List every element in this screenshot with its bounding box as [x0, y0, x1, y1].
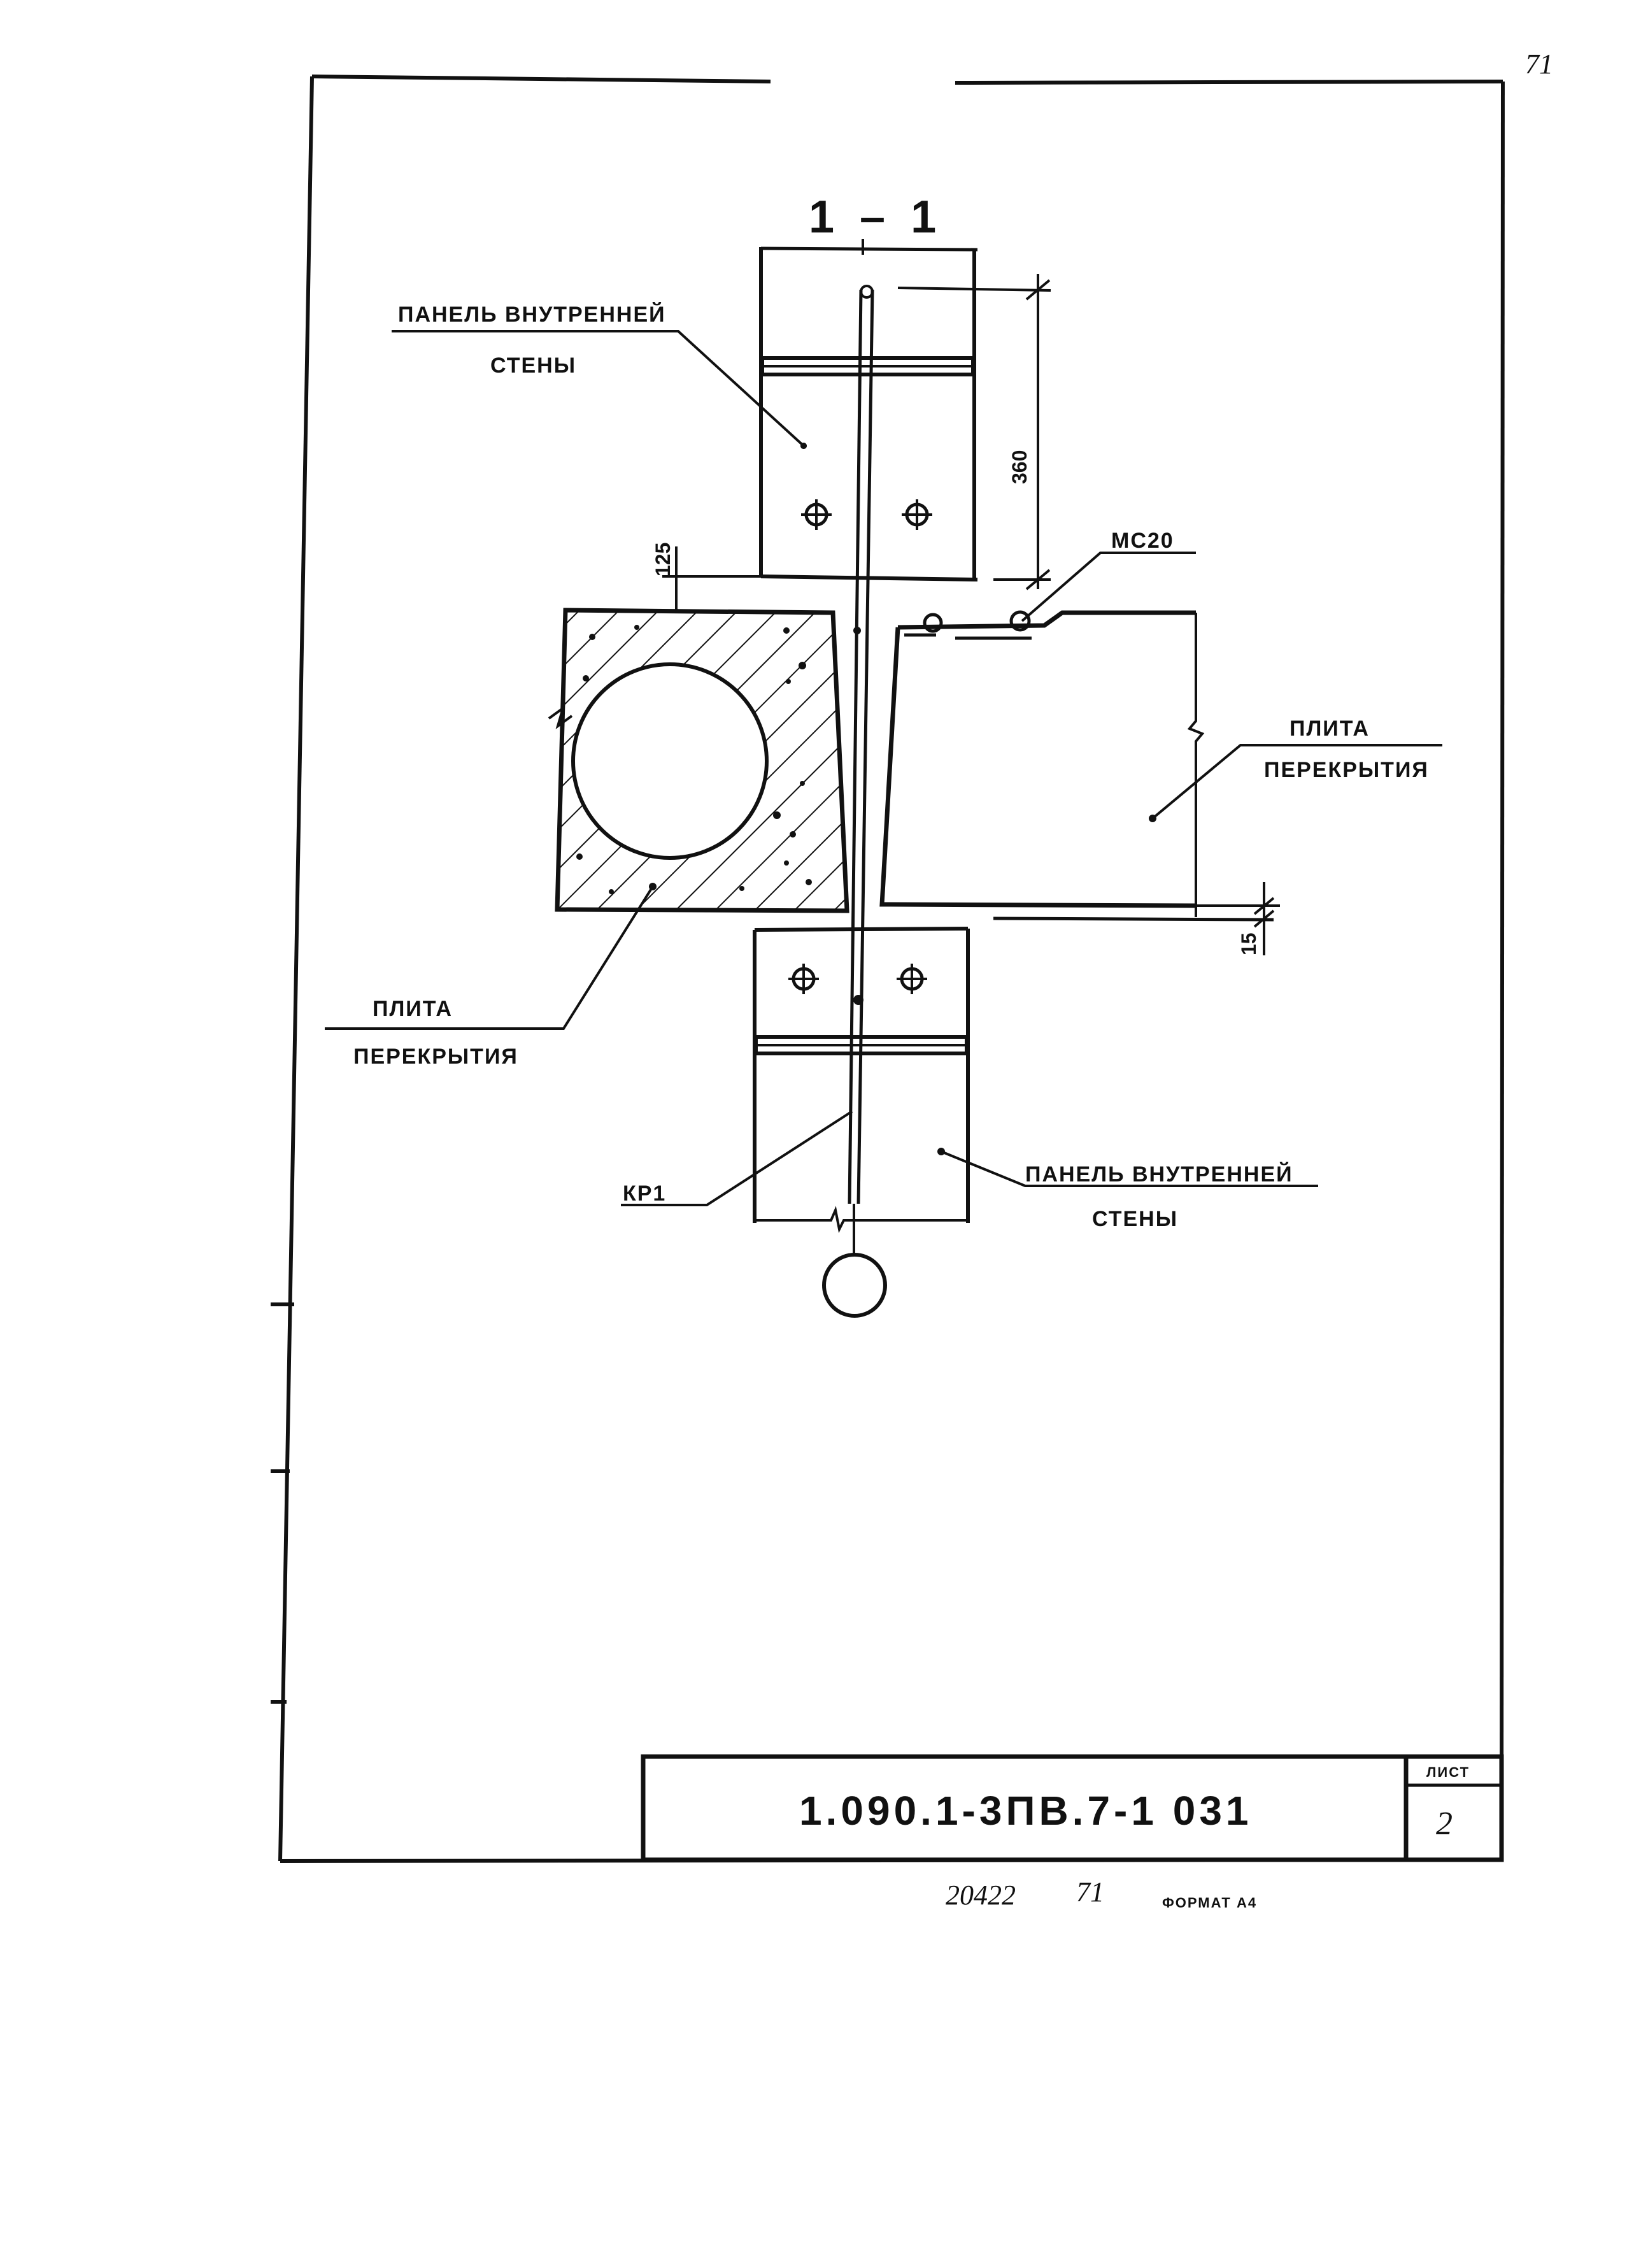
- bolt-symbol-icon: [897, 964, 927, 994]
- label-wall-panel-top-line2: СТЕНЫ: [490, 353, 576, 378]
- section-title: 1 – 1: [809, 192, 942, 243]
- frame-left: [278, 76, 314, 1862]
- bolt-symbol-icon: [902, 499, 932, 530]
- label-slab-left-line2: ПЕРЕКРЫТИЯ: [353, 1045, 518, 1069]
- label-mc20: МС20: [1111, 529, 1174, 553]
- weld-bead-icon: [923, 613, 943, 633]
- weld-bead-icon: [1009, 610, 1031, 632]
- frame-right: [1500, 81, 1505, 1860]
- leader-lines: [325, 330, 1442, 1206]
- label-slab-left-line1: ПЛИТА: [373, 997, 453, 1021]
- sheet-label: ЛИСТ: [1426, 1764, 1470, 1780]
- marker-circle: [822, 1253, 887, 1318]
- break-mark: [548, 704, 573, 730]
- dimension-15: 15: [993, 882, 1280, 955]
- archive-sheet: 71: [1076, 1876, 1104, 1908]
- format-label: ФОРМАТ А4: [1162, 1895, 1257, 1911]
- corner-page-number: 71: [1525, 48, 1553, 80]
- left-slab-section: [548, 608, 849, 913]
- slab-void: [571, 662, 769, 860]
- dim-125-label: 125: [651, 543, 674, 576]
- label-wall-panel-top-line1: ПАНЕЛЬ ВНУТРЕННЕЙ: [398, 302, 666, 327]
- bottom-wall-panel: [753, 927, 970, 1234]
- doc-code: 1.090.1-3ПВ.7-1 031: [799, 1788, 1253, 1834]
- frame-top: [311, 75, 1503, 85]
- label-wall-panel-bottom-line1: ПАНЕЛЬ ВНУТРЕННЕЙ: [1025, 1162, 1293, 1187]
- bolt-symbol-icon: [801, 499, 832, 530]
- dim-360-label: 360: [1008, 450, 1031, 484]
- connection-rod: [848, 285, 874, 1255]
- sheet-number: 2: [1436, 1806, 1453, 1842]
- aggregate-dots: [576, 625, 812, 894]
- right-slab: [879, 610, 1205, 917]
- archive-number: 20422: [946, 1879, 1016, 1911]
- title-block: 1.090.1-3ПВ.7-1 031 ЛИСТ 2: [641, 1754, 1504, 1862]
- label-wall-panel-bottom-line2: СТЕНЫ: [1092, 1207, 1178, 1231]
- dimension-360: 360: [897, 274, 1051, 590]
- dimension-125: 125: [651, 543, 764, 611]
- dim-15-label: 15: [1237, 932, 1260, 955]
- label-kp1: КР1: [623, 1181, 666, 1206]
- label-slab-right-line1: ПЛИТА: [1290, 717, 1370, 741]
- label-slab-right-line2: ПЕРЕКРЫТИЯ: [1264, 758, 1429, 782]
- bolt-symbol-icon: [788, 964, 819, 994]
